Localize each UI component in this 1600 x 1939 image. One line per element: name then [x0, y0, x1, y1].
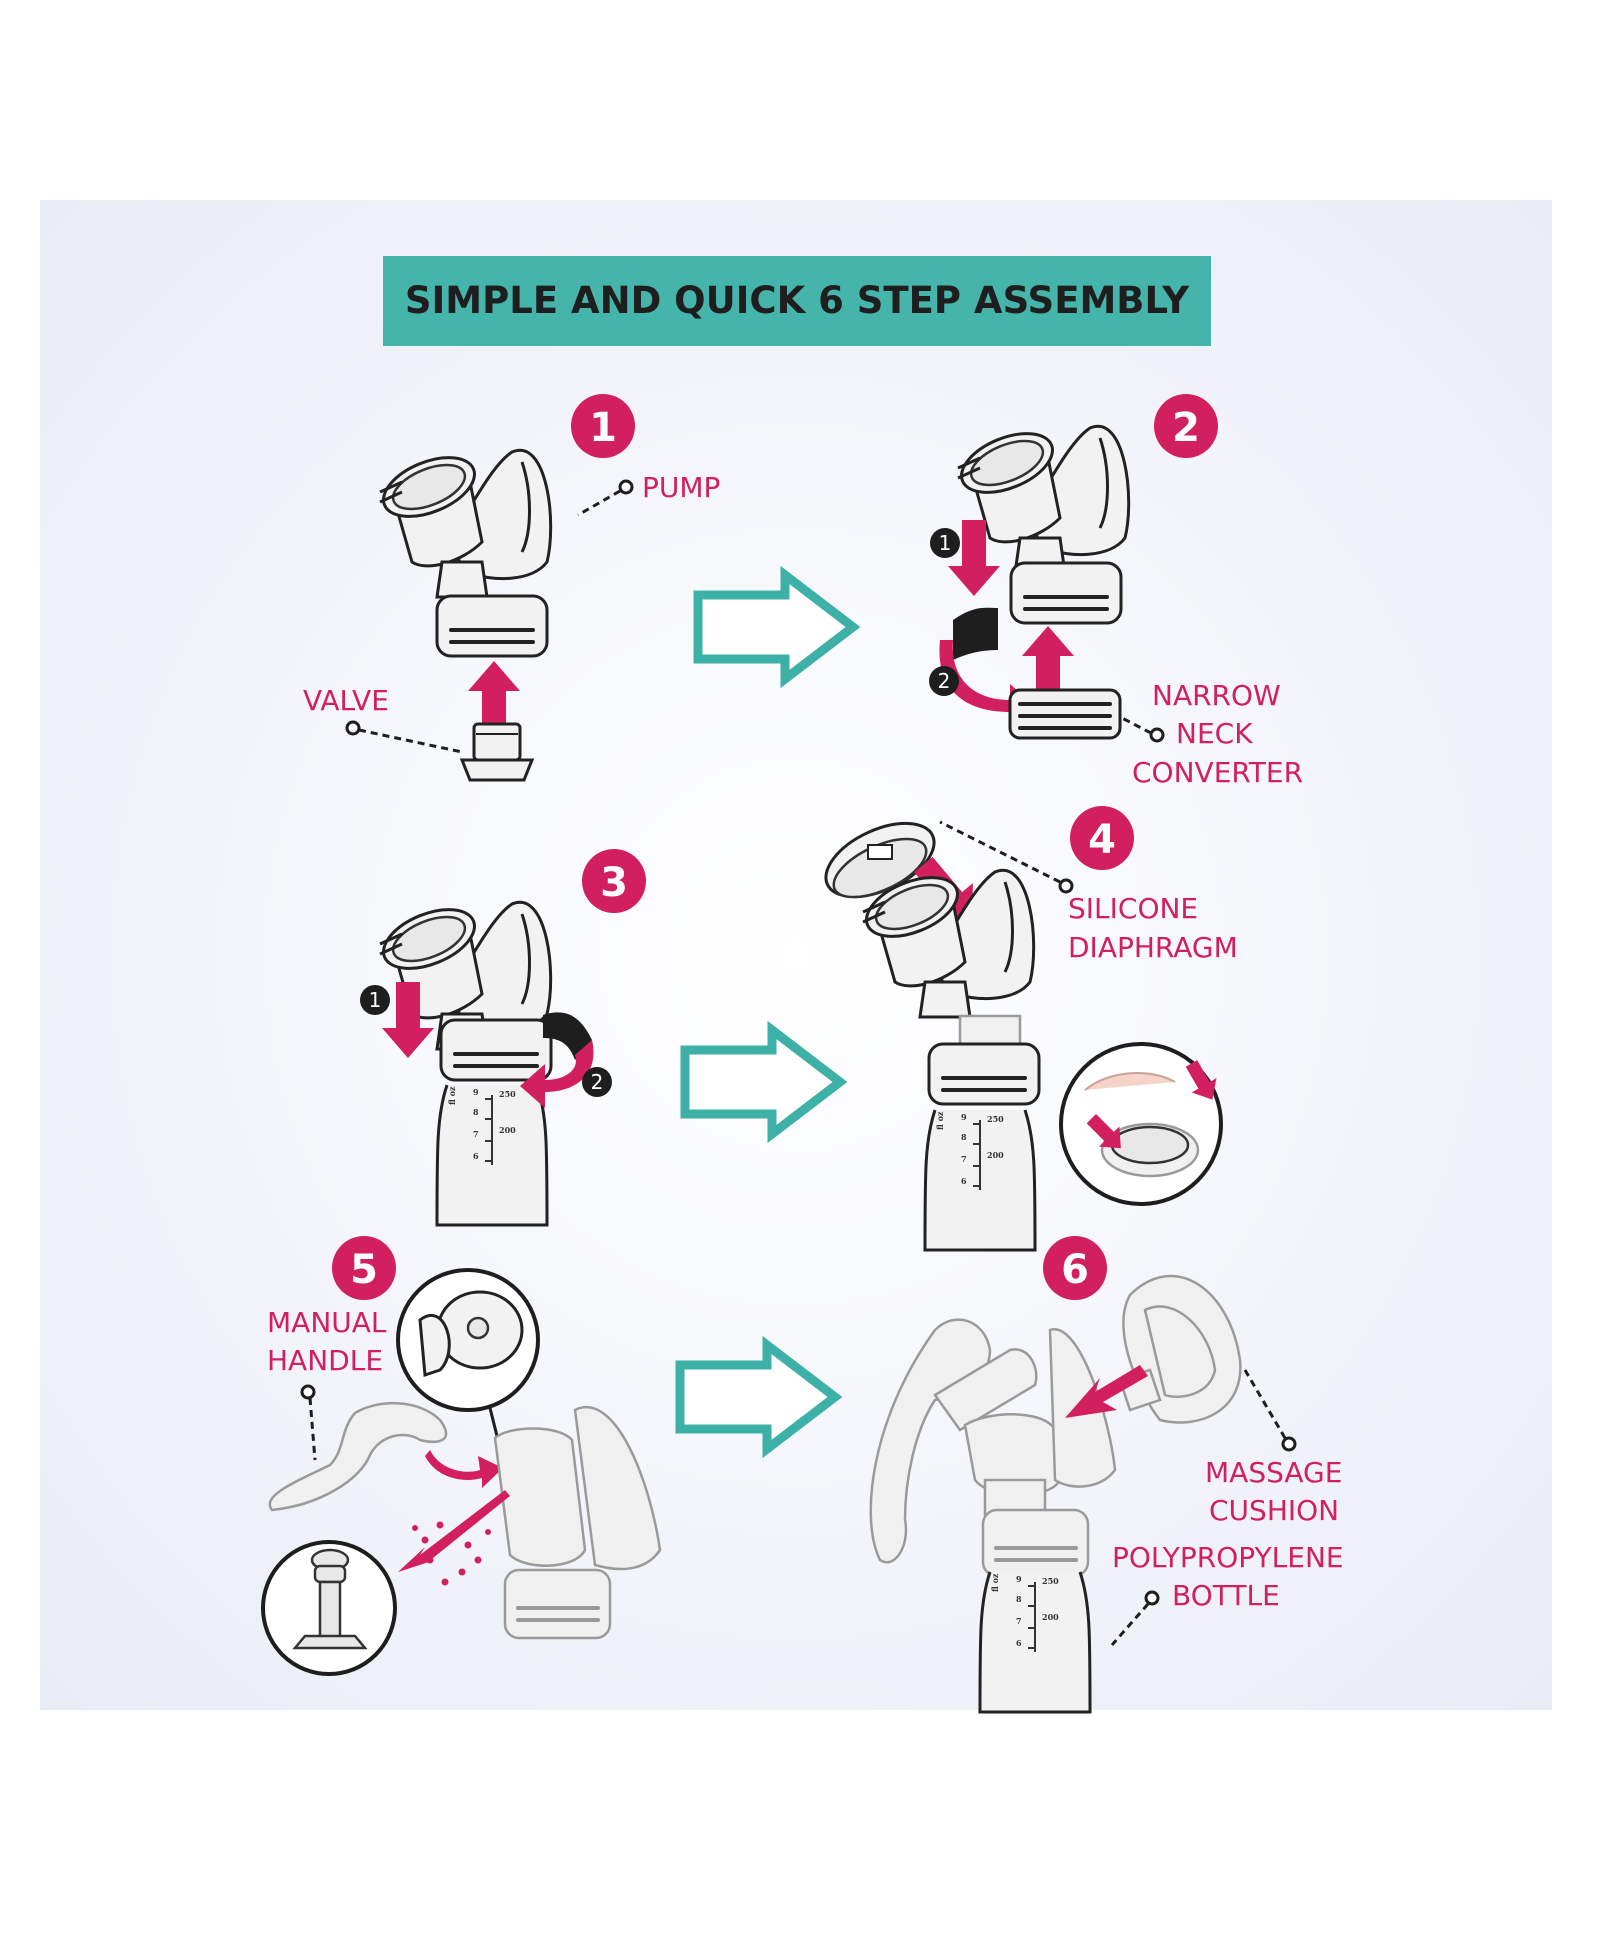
step-badge-5: 5: [332, 1236, 396, 1300]
svg-text:CONVERTER: CONVERTER: [1132, 756, 1303, 789]
pump-assembly-ghost: [493, 1406, 662, 1640]
pointer-arrow-icon: [1065, 1365, 1148, 1418]
svg-text:POLYPROPYLENE: POLYPROPYLENE: [1112, 1541, 1344, 1574]
svg-text:4: 4: [1088, 817, 1116, 863]
svg-text:BOTTLE: BOTTLE: [1172, 1579, 1280, 1612]
rotate-arrow-icon: [425, 1450, 503, 1488]
svg-text:CUSHION: CUSHION: [1209, 1494, 1339, 1527]
svg-text:PUMP: PUMP: [642, 471, 720, 504]
background-panel: [40, 200, 1552, 1710]
page-title: SIMPLE AND QUICK 6 STEP ASSEMBLY: [405, 279, 1190, 322]
svg-text:3: 3: [600, 860, 628, 906]
valve-detail-callout: [261, 1540, 397, 1676]
massage-cushion: [1118, 1274, 1242, 1424]
right-arrow-icon: [675, 1335, 843, 1459]
svg-text:HANDLE: HANDLE: [267, 1344, 383, 1377]
neck-converter: [1008, 688, 1122, 740]
label-pump: PUMP: [577, 471, 720, 517]
detail-callout: [1059, 1042, 1225, 1206]
step-2-illustration: 1 2: [929, 420, 1131, 740]
right-arrow-icon: [680, 1020, 848, 1144]
step-badge-2: 2: [1154, 394, 1218, 458]
step-badge-4: 4: [1070, 806, 1134, 870]
step-3-illustration: 1 2: [360, 896, 612, 1227]
svg-text:NARROW: NARROW: [1152, 679, 1281, 712]
svg-text:1: 1: [939, 531, 952, 555]
label-massage-cushion: MASSAGE CUSHION: [1205, 1369, 1342, 1527]
manual-handle: [268, 1401, 448, 1512]
label-narrow-neck-converter: NARROW NECK CONVERTER: [1121, 679, 1303, 789]
svg-text:1: 1: [369, 988, 382, 1012]
label-valve: VALVE: [303, 684, 463, 754]
rotate-arrow-icon: [520, 1040, 594, 1108]
svg-text:5: 5: [350, 1247, 378, 1293]
step-6-illustration: [869, 1274, 1242, 1714]
svg-text:2: 2: [938, 669, 951, 693]
label-manual-handle: MANUAL HANDLE: [267, 1306, 387, 1461]
step-badge-6: 6: [1043, 1236, 1107, 1300]
svg-text:DIAPHRAGM: DIAPHRAGM: [1068, 931, 1238, 964]
valve: [459, 722, 535, 782]
step-badge-1: 1: [571, 394, 635, 458]
title-banner: SIMPLE AND QUICK 6 STEP ASSEMBLY: [383, 256, 1211, 346]
svg-text:6: 6: [1061, 1247, 1089, 1293]
svg-text:NECK: NECK: [1176, 717, 1253, 750]
svg-text:2: 2: [1172, 405, 1200, 451]
svg-text:2: 2: [591, 1070, 604, 1094]
label-polypropylene-bottle: POLYPROPYLENE BOTTLE: [1110, 1541, 1344, 1646]
step-4-illustration: [824, 821, 1225, 1252]
step-1-illustration: [373, 444, 553, 782]
right-arrow-icon: [693, 565, 861, 689]
svg-text:1: 1: [589, 405, 617, 451]
pointer-arrow-icon: [398, 1490, 510, 1572]
svg-text:SILICONE: SILICONE: [1068, 892, 1198, 925]
handle-detail-callout: [396, 1268, 540, 1441]
svg-text:VALVE: VALVE: [303, 684, 389, 717]
label-silicone-diaphragm: SILICONE DIAPHRAGM: [939, 820, 1238, 964]
step-5-illustration: [261, 1268, 662, 1676]
step-badge-3: 3: [582, 849, 646, 913]
svg-text:MASSAGE: MASSAGE: [1205, 1456, 1342, 1489]
svg-text:MANUAL: MANUAL: [267, 1306, 387, 1339]
